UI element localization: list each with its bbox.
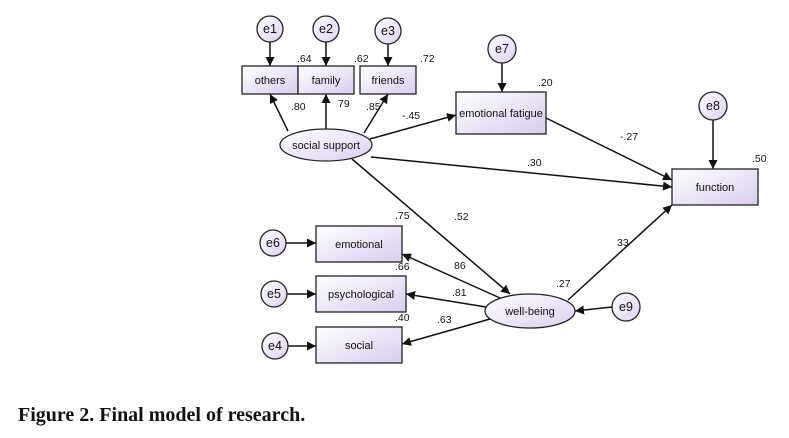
psychological-label: psychological <box>328 289 394 301</box>
node-e9: e9 <box>611 292 641 322</box>
coef-support-to-function: .30 <box>527 157 542 169</box>
wellbeing-r2: .27 <box>556 278 571 290</box>
emotional-label: emotional <box>335 239 383 251</box>
wellbeing-label: well-being <box>504 306 555 318</box>
e2-shape <box>312 15 340 43</box>
edge-wellbeing-to-emotional <box>401 253 501 299</box>
coef-support-to-wellbeing: .52 <box>454 211 469 223</box>
e6-shape <box>259 229 287 257</box>
function-label: function <box>696 182 735 194</box>
edge-support-to-others <box>269 93 289 132</box>
node-e1: e1 <box>256 15 284 43</box>
edge-support-to-friends <box>363 93 389 134</box>
node-fatigue: emotional fatigue <box>455 91 547 135</box>
e3-shape <box>374 17 402 45</box>
coef-wellbeing-to-emotional: 86 <box>454 260 466 272</box>
e9-shape <box>611 292 641 322</box>
e5-label: e5 <box>267 287 281 301</box>
others-shape <box>241 65 299 95</box>
node-e7: e7 <box>487 34 517 64</box>
e7-shape <box>487 34 517 64</box>
sem-path-diagram: others family friends emotional fatigue func… <box>241 15 767 364</box>
node-psychological: psychological <box>315 275 407 313</box>
function-r2: .50 <box>752 153 767 165</box>
function-shape <box>671 168 759 206</box>
edge-support-to-fatigue <box>369 113 457 140</box>
coef-support-to-others: .80 <box>291 101 306 113</box>
edge-wellbeing-to-social <box>401 318 491 346</box>
coef-wellbeing-to-social: .63 <box>437 314 452 326</box>
e8-label: e8 <box>706 99 720 113</box>
figure-caption: Figure 2. Final model of research. <box>18 404 306 426</box>
coef-support-to-fatigue: -.45 <box>402 110 420 122</box>
node-e5: e5 <box>260 280 288 308</box>
e1-label: e1 <box>263 22 277 36</box>
e4-label: e4 <box>268 339 282 353</box>
node-e3: e3 <box>374 17 402 45</box>
coef-wellbeing-to-psychological: .81 <box>452 287 467 299</box>
e1-shape <box>256 15 284 43</box>
fatigue-r2: .20 <box>538 77 553 89</box>
node-social: social <box>315 326 403 364</box>
e2-label: e2 <box>319 22 333 36</box>
wellbeing-shape <box>484 293 576 329</box>
edge-fatigue-to-function <box>545 117 673 181</box>
support-shape <box>279 128 373 162</box>
coef-support-to-friends: .85 <box>366 101 381 113</box>
family-r2: .62 <box>354 53 369 65</box>
node-e2: e2 <box>312 15 340 43</box>
family-label: family <box>312 75 341 87</box>
edge-wellbeing-to-function <box>567 204 673 301</box>
e5-shape <box>260 280 288 308</box>
social-label: social <box>345 340 373 352</box>
edge-support-to-wellbeing <box>351 158 511 295</box>
social-r2: .40 <box>395 312 410 324</box>
node-friends: friends <box>359 65 417 95</box>
e3-label: e3 <box>381 24 395 38</box>
node-e8: e8 <box>698 91 728 121</box>
friends-shape <box>359 65 417 95</box>
social-shape <box>315 326 403 364</box>
node-emotional: emotional <box>315 225 403 263</box>
e9-label: e9 <box>619 300 633 314</box>
support-label: social support <box>292 140 360 152</box>
node-e6: e6 <box>259 229 287 257</box>
node-function: function <box>671 168 759 206</box>
e4-shape <box>261 332 289 360</box>
fatigue-shape <box>455 91 547 135</box>
psychological-r2: .66 <box>395 261 410 273</box>
emotional-r2: .75 <box>395 210 410 222</box>
friends-label: friends <box>371 75 405 87</box>
edge-wellbeing-to-psychological <box>405 291 487 308</box>
coef-fatigue-to-function: -.27 <box>620 131 638 143</box>
node-family: family <box>297 65 355 95</box>
edge-support-to-function <box>370 156 673 191</box>
e8-shape <box>698 91 728 121</box>
emotional-shape <box>315 225 403 263</box>
e6-label: e6 <box>266 236 280 250</box>
e7-label: e7 <box>495 42 509 56</box>
node-others: others <box>241 65 299 95</box>
node-e4: e4 <box>261 332 289 360</box>
others-label: others <box>255 75 286 87</box>
friends-r2: .72 <box>420 53 435 65</box>
node-support: social support <box>279 128 373 162</box>
edge-e9-to-wellbeing <box>574 305 613 315</box>
fatigue-label: emotional fatigue <box>459 108 543 120</box>
others-r2: .64 <box>297 53 312 65</box>
psychological-shape <box>315 275 407 313</box>
coef-support-to-family: 79 <box>338 98 350 110</box>
coef-wellbeing-to-function: 33 <box>617 237 629 249</box>
node-wellbeing: well-being <box>484 293 576 329</box>
family-shape <box>297 65 355 95</box>
